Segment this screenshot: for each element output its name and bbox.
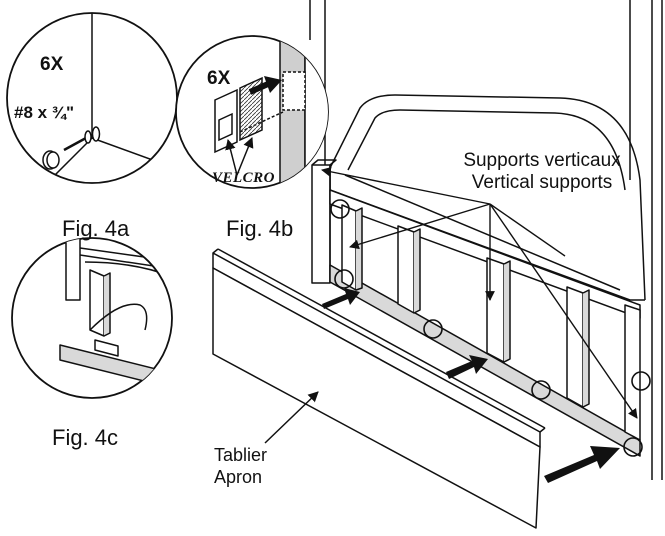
left-post-top xyxy=(311,159,337,166)
support-2 xyxy=(397,225,415,314)
apron-label-fr: Tablier xyxy=(214,445,268,465)
left-post xyxy=(311,164,331,284)
fig-4c-caption: Fig. 4c xyxy=(52,425,119,450)
screw-shaft xyxy=(63,136,87,152)
tub-rim xyxy=(329,94,646,301)
apron-panel xyxy=(212,267,541,529)
push-arrow-3 xyxy=(544,446,620,483)
support-4 xyxy=(566,286,584,408)
velcro-points xyxy=(330,199,651,457)
screw-washer xyxy=(84,130,92,144)
push-arrow-2 xyxy=(446,355,488,379)
screw-spec-label: #8 x ¾" xyxy=(14,103,75,122)
velcro-circle xyxy=(423,319,443,339)
supports-label-en: Vertical supports xyxy=(471,172,613,193)
supports-label-fr: Supports verticaux xyxy=(463,150,621,171)
quantity-label-4b: 6X xyxy=(207,68,231,89)
push-arrows xyxy=(322,288,620,483)
quantity-label-4a: 6X xyxy=(40,54,64,75)
velcro-label: VELCRO xyxy=(212,170,276,186)
fig-4b-caption: Fig. 4b xyxy=(226,216,294,241)
main-scene xyxy=(212,0,663,529)
velcro-circle xyxy=(623,437,643,457)
vertical-supports xyxy=(341,204,641,441)
velcro-circle xyxy=(631,371,651,391)
push-arrow-1 xyxy=(322,288,360,309)
tub-inner-rim xyxy=(347,109,626,191)
tub-deck-line xyxy=(344,174,621,291)
fig-4c-detail xyxy=(11,237,173,399)
velcro-circle xyxy=(531,380,551,400)
velcro-pad-hooks xyxy=(239,76,263,142)
fig-4a-caption: Fig. 4a xyxy=(62,216,130,241)
apron-label: Tablier Apron xyxy=(214,444,267,488)
apron-label-en: Apron xyxy=(214,467,263,487)
support-post xyxy=(89,269,105,337)
velcro-dashed-area xyxy=(282,71,306,111)
support-callout-lines xyxy=(321,166,638,419)
fig-4b-detail xyxy=(175,35,329,189)
velcro-circle xyxy=(330,199,350,219)
supports-label: Supports verticaux Vertical supports xyxy=(430,150,654,194)
apron-callout-line xyxy=(264,391,319,444)
